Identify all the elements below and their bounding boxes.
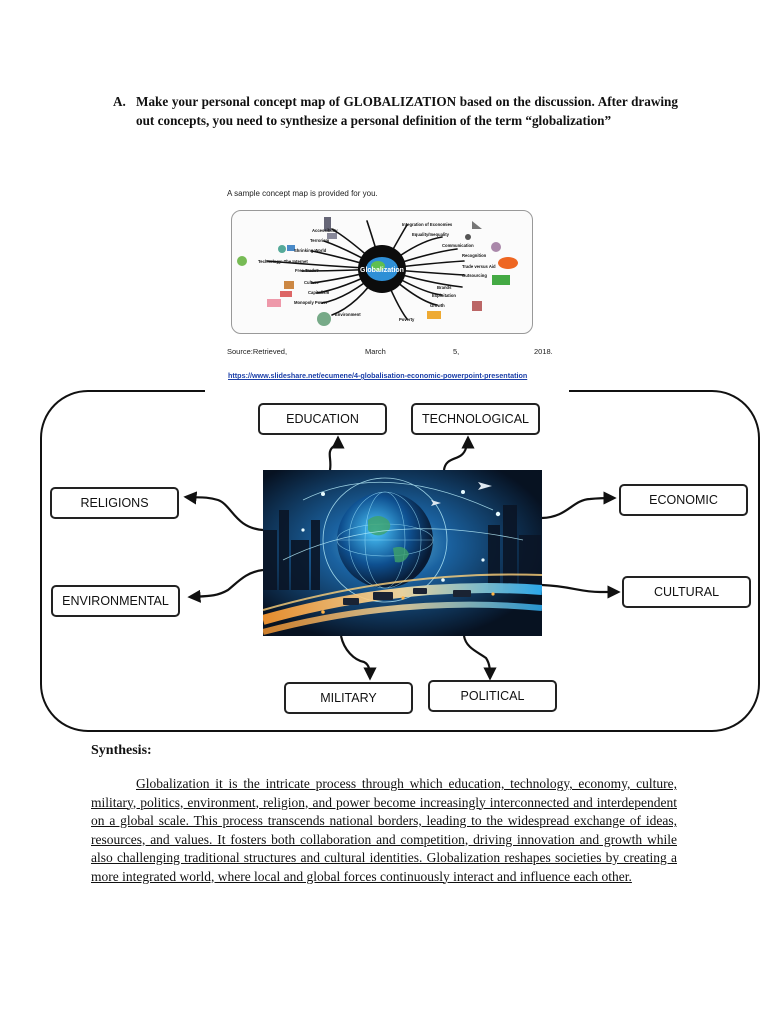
sample-label: Technology: The Internet xyxy=(258,259,308,264)
node-environmental: ENVIRONMENTAL xyxy=(51,585,180,617)
node-technological: TECHNOLOGICAL xyxy=(411,403,540,435)
sample-concept-map-image: Globalization Accessibility Terrorism Sh… xyxy=(231,210,533,334)
sample-label: Free Trade? xyxy=(295,268,319,273)
globalization-image xyxy=(261,470,543,636)
source-month: March xyxy=(365,347,386,356)
sample-label: Growth xyxy=(430,303,445,308)
synthesis-text: Globalization it is the intricate proces… xyxy=(91,776,677,884)
sample-label: Capitalism xyxy=(308,290,329,295)
sample-label: Shrinking World xyxy=(294,248,327,253)
sample-label: Culture xyxy=(304,280,319,285)
node-cultural: CULTURAL xyxy=(622,576,751,608)
source-year: 2018. xyxy=(534,347,553,356)
sample-label: Recognition xyxy=(462,253,487,258)
sample-label: Brands xyxy=(437,285,452,290)
source-day: 5, xyxy=(453,347,460,356)
sample-label: Outsourcing xyxy=(462,273,487,278)
node-political: POLITICAL xyxy=(428,680,557,712)
sample-label: Communication xyxy=(442,243,474,248)
node-education: EDUCATION xyxy=(258,403,387,435)
sample-label: Terrorism xyxy=(310,238,330,243)
sample-label: Integration of Economies xyxy=(402,222,453,227)
sample-label: Poverty xyxy=(399,317,415,322)
instruction-text: Make your personal concept map of GLOBAL… xyxy=(136,94,678,128)
sample-label: Environment xyxy=(335,312,361,317)
source-prefix: Source:Retrieved, xyxy=(227,347,288,356)
sample-label: Exploitation xyxy=(432,293,456,298)
sample-label: Equality/Inequality xyxy=(412,232,450,237)
sample-caption: A sample concept map is provided for you… xyxy=(227,189,378,198)
instruction-item: A. Make your personal concept map of GLO… xyxy=(113,92,678,130)
source-link[interactable]: https://www.slideshare.net/ecumene/4-glo… xyxy=(228,371,528,380)
node-economic: ECONOMIC xyxy=(619,484,748,516)
frame-gap xyxy=(205,386,569,394)
sample-center-label: Globalization xyxy=(360,267,404,274)
node-military: MILITARY xyxy=(284,682,413,714)
sample-label: Accessibility xyxy=(312,228,338,233)
sample-label: Monopoly Power xyxy=(294,300,328,305)
synthesis-title: Synthesis: xyxy=(91,743,152,758)
instruction-letter: A. xyxy=(113,94,126,109)
sample-label: Trade versus Aid xyxy=(462,264,496,269)
node-religions: RELIGIONS xyxy=(50,487,179,519)
